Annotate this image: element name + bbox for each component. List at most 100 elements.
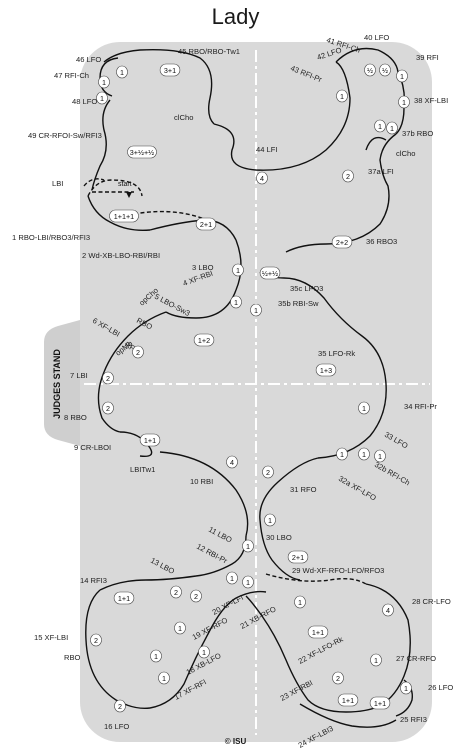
- beat-marker-bubble: [262, 465, 274, 479]
- beat-marker-bubble: [370, 653, 382, 667]
- beat-marker: 1+1: [139, 433, 161, 447]
- beat-marker: 2: [114, 699, 126, 713]
- step-label: 27 CR-RFO: [396, 654, 436, 663]
- step-label: clCho: [174, 113, 193, 122]
- beat-marker: 2+1: [195, 217, 217, 231]
- beat-count: 1: [374, 656, 378, 665]
- beat-marker: 3+½+½: [127, 145, 157, 159]
- beat-marker: 1: [374, 449, 386, 463]
- beat-marker-bubble: [193, 333, 215, 347]
- step-label: 14 RFI3: [80, 576, 107, 585]
- beat-marker: 1: [386, 121, 398, 135]
- beat-marker: 1+1: [369, 696, 391, 710]
- beat-count: 1: [178, 624, 182, 633]
- beat-marker-bubble: [159, 63, 181, 77]
- beat-count: 4: [230, 458, 234, 467]
- beat-marker-bubble: [195, 217, 217, 231]
- beat-count: 1: [202, 648, 206, 657]
- beat-marker: 1: [370, 653, 382, 667]
- beat-marker-bubble: [336, 89, 348, 103]
- beat-count: 1+1+1: [114, 212, 134, 221]
- beat-count: 2: [174, 588, 178, 597]
- beat-count: 1+1: [144, 436, 156, 445]
- beat-marker-bubble: [150, 649, 162, 663]
- beat-marker-bubble: [358, 401, 370, 415]
- beat-count: 2: [266, 468, 270, 477]
- beat-marker-bubble: [386, 121, 398, 135]
- beat-count: 2: [106, 374, 110, 383]
- beat-marker-bubble: [139, 433, 161, 447]
- beat-marker-bubble: [331, 235, 353, 249]
- beat-count: 1: [246, 542, 250, 551]
- beat-count: 2: [136, 348, 140, 357]
- beat-marker-bubble: [198, 645, 210, 659]
- beat-marker: 4: [226, 455, 238, 469]
- beat-marker-bubble: [127, 145, 157, 159]
- beat-marker-bubble: [190, 589, 202, 603]
- beat-count: 1: [230, 574, 234, 583]
- beat-marker-bubble: [116, 65, 128, 79]
- beat-marker: 2: [90, 633, 102, 647]
- beat-count: 1: [400, 72, 404, 81]
- beat-count: 3+1: [164, 66, 176, 75]
- beat-marker-bubble: [232, 263, 244, 277]
- step-label: 2 Wd-XB-LBO-RBI/RBI: [82, 251, 160, 260]
- beat-marker: 1: [374, 119, 386, 133]
- beat-count: 3+½+½: [130, 148, 154, 157]
- beat-marker-bubble: [109, 209, 139, 223]
- beat-marker-bubble: [398, 95, 410, 109]
- beat-marker: 1: [242, 575, 254, 589]
- beat-marker: 2: [190, 589, 202, 603]
- beat-marker-bubble: [170, 585, 182, 599]
- beat-marker-bubble: [342, 169, 354, 183]
- beat-marker-bubble: [332, 671, 344, 685]
- beat-count: 2: [194, 592, 198, 601]
- beat-marker: 1: [226, 571, 238, 585]
- beat-marker-bubble: [379, 63, 391, 77]
- step-label: 26 LFO: [428, 683, 453, 692]
- beat-marker: 1: [98, 75, 110, 89]
- beat-marker-bubble: [358, 447, 370, 461]
- step-label: 35c LFO3: [290, 284, 323, 293]
- beat-marker: 2+2: [331, 235, 353, 249]
- step-label: 48 LFO: [72, 97, 97, 106]
- beat-marker-bubble: [259, 266, 281, 280]
- beat-marker: 4: [382, 603, 394, 617]
- beat-count: 1+1: [118, 594, 130, 603]
- beat-marker: 3+1: [159, 63, 181, 77]
- beat-marker: 2: [132, 345, 144, 359]
- beat-marker-bubble: [226, 455, 238, 469]
- step-label: 30 LBO: [266, 533, 292, 542]
- step-label: 3 LBO: [192, 263, 214, 272]
- beat-marker: 1: [116, 65, 128, 79]
- beat-count: 1: [154, 652, 158, 661]
- step-label: 35 LFO-Rk: [318, 349, 355, 358]
- beat-marker: 2: [262, 465, 274, 479]
- beat-marker-bubble: [250, 303, 262, 317]
- beat-count: 1: [362, 404, 366, 413]
- beat-marker: 1: [336, 89, 348, 103]
- beat-marker: 1: [230, 295, 242, 309]
- beat-marker-bubble: [158, 671, 170, 685]
- beat-count: 1+1: [374, 699, 386, 708]
- beat-marker-bubble: [315, 363, 337, 377]
- beat-marker-bubble: [382, 603, 394, 617]
- beat-marker-bubble: [294, 595, 306, 609]
- beat-marker-bubble: [226, 571, 238, 585]
- rink-surface: [80, 42, 432, 742]
- beat-count: 2: [346, 172, 350, 181]
- start-label: start: [118, 181, 132, 188]
- beat-marker-bubble: [337, 693, 359, 707]
- beat-count: 1: [234, 298, 238, 307]
- beat-marker: 1+1: [337, 693, 359, 707]
- beat-marker: 1: [358, 401, 370, 415]
- beat-marker: 1: [242, 539, 254, 553]
- beat-count: 1+3: [320, 366, 332, 375]
- beat-marker-bubble: [102, 371, 114, 385]
- step-label: RBO: [64, 653, 81, 662]
- judges-stand-label: JUDGES STAND: [52, 349, 62, 419]
- beat-count: 1: [162, 674, 166, 683]
- beat-marker: ½: [379, 63, 391, 77]
